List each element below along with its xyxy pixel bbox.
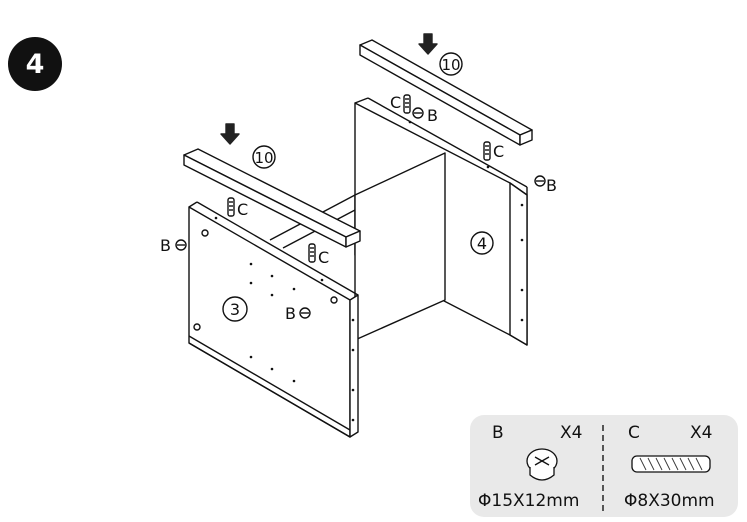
arrow-down-icon-back: [418, 33, 438, 55]
part-number-10-back: 10: [441, 56, 460, 74]
label-b-left: B: [160, 236, 171, 255]
label-b-right: B: [546, 176, 557, 195]
legend-divider: [602, 425, 604, 511]
cam-lock-icon: [526, 448, 558, 481]
label-c-right: C: [493, 142, 504, 161]
cam-lock-b-top: [412, 107, 424, 119]
dowel-c-right: [483, 141, 491, 161]
part-number-10-front-circle: [252, 145, 276, 169]
label-c-top: C: [390, 93, 401, 112]
top-rail-front: [183, 148, 361, 248]
legend-c-letter: C: [628, 423, 640, 443]
label-b-mid: B: [285, 304, 296, 323]
cam-lock-b-right: [534, 175, 546, 187]
cam-lock-b-left: [175, 239, 187, 251]
wooden-dowel-icon: [631, 455, 711, 473]
legend-b-letter: B: [492, 423, 504, 443]
part-number-3-circle: [222, 296, 248, 322]
legend-c-size: Φ8X30mm: [624, 491, 715, 511]
step-number-badge: 4: [8, 37, 62, 91]
top-rail-back: [359, 39, 533, 146]
dowel-c-top: [403, 94, 411, 114]
legend-c-qty: X4: [690, 423, 713, 443]
part-number-10-back-circle: [439, 52, 463, 76]
label-b-top: B: [427, 106, 438, 125]
step-number: 4: [25, 48, 45, 80]
arrow-down-icon-front: [220, 123, 240, 145]
side-panel-3: [188, 201, 359, 438]
part-number-10-front: 10: [254, 149, 273, 167]
legend-b-qty: X4: [560, 423, 583, 443]
part-number-3: 3: [230, 300, 240, 319]
cam-lock-b-mid: [299, 307, 311, 319]
label-c-mid: C: [318, 248, 329, 267]
label-c-left: C: [237, 200, 248, 219]
hardware-legend: B X4 Φ15X12mm C X4 Φ8X30mm: [470, 415, 738, 517]
part-number-4-circle: [470, 231, 494, 255]
part-number-4: 4: [477, 234, 487, 253]
dowel-c-left: [227, 197, 235, 217]
dowel-c-mid: [308, 243, 316, 263]
legend-b-size: Φ15X12mm: [478, 491, 580, 511]
